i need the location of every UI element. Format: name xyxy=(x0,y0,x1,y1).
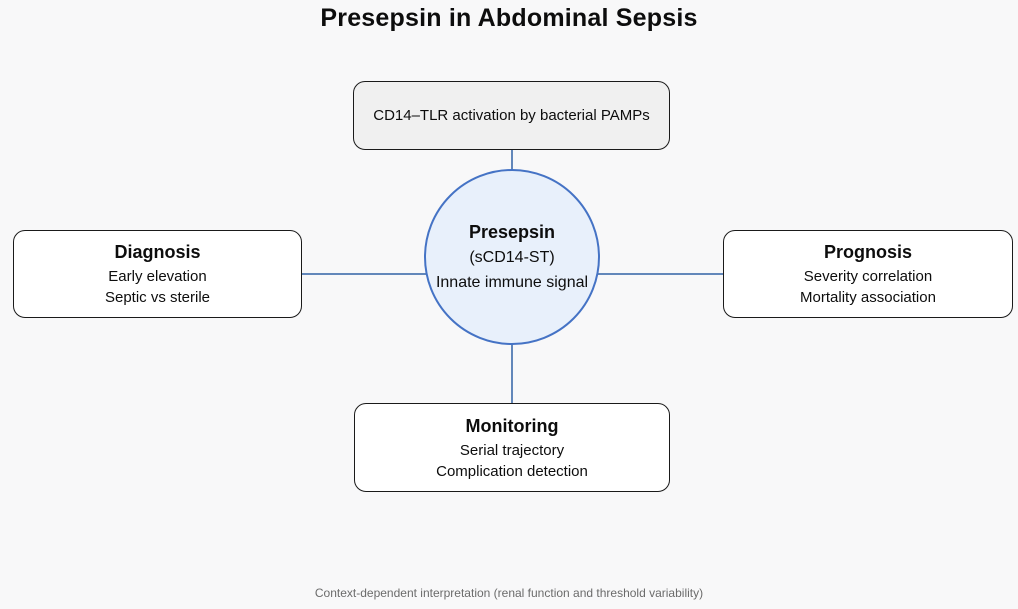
diagram-title: Presepsin in Abdominal Sepsis xyxy=(320,4,698,32)
node-trigger-label: CD14–TLR activation by bacterial PAMPs xyxy=(373,107,650,124)
node-diagnosis-line: Early elevation xyxy=(108,268,207,285)
connector-center-to-prognosis xyxy=(511,273,723,275)
node-prognosis-line: Mortality association xyxy=(800,289,936,306)
node-monitoring-title: Monitoring xyxy=(465,415,559,436)
node-monitoring: Monitoring Serial trajectory Complicatio… xyxy=(354,403,670,492)
node-prognosis-line: Severity correlation xyxy=(803,268,933,285)
node-diagnosis-title: Diagnosis xyxy=(114,242,201,262)
presepsin-title: Presepsin xyxy=(468,222,556,242)
node-diagnosis-line: Septic vs sterile xyxy=(104,289,211,306)
presepsin-subtitle: (sCD14-ST) xyxy=(469,249,555,266)
node-presepsin: Presepsin (sCD14-ST) Innate immune signa… xyxy=(424,169,600,345)
node-trigger: CD14–TLR activation by bacterial PAMPs xyxy=(353,81,670,150)
node-prognosis-title: Prognosis xyxy=(823,242,912,262)
connector-center-to-diagnosis xyxy=(302,273,513,275)
node-prognosis: Prognosis Severity correlation Mortality… xyxy=(723,230,1013,318)
node-diagnosis: Diagnosis Early elevation Septic vs ster… xyxy=(13,230,302,318)
node-monitoring-line: Complication detection xyxy=(436,462,588,480)
node-monitoring-line: Serial trajectory xyxy=(459,441,565,459)
footer-caption: Context-dependent interpretation (renal … xyxy=(314,586,704,600)
presepsin-description: Innate immune signal xyxy=(435,274,589,291)
